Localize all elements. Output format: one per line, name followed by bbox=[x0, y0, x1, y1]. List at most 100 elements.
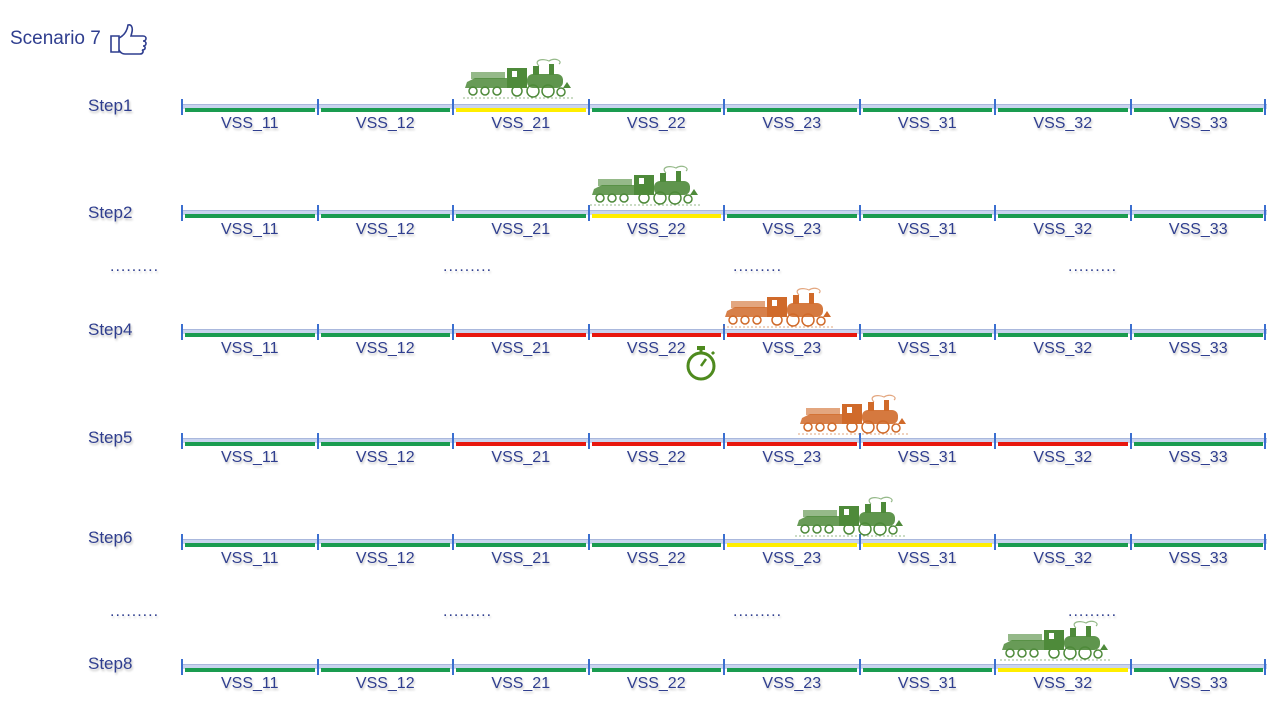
segment-state-bar bbox=[456, 543, 586, 547]
vss-segment: VSS_23 bbox=[724, 199, 860, 239]
segment-label: VSS_23 bbox=[762, 221, 822, 238]
segment-boundary-tick bbox=[316, 534, 319, 550]
segment-state-bar bbox=[727, 108, 857, 112]
segment-boundary-tick bbox=[316, 324, 319, 340]
segment-boundary-tick bbox=[452, 659, 454, 675]
segment-label: VSS_23 bbox=[762, 550, 822, 567]
segment-state-bar bbox=[862, 108, 992, 112]
segment-label: VSS_33 bbox=[1168, 449, 1228, 466]
segment-boundary-tick bbox=[723, 433, 725, 449]
green-train-icon bbox=[590, 165, 702, 206]
segment-boundary-tick bbox=[1264, 534, 1266, 550]
vss-segment: VSS_21 bbox=[453, 93, 589, 133]
green-train-icon bbox=[1000, 620, 1112, 661]
segment-state-bar bbox=[320, 214, 450, 218]
segment-boundary-tick bbox=[181, 534, 183, 550]
segment-state-bar bbox=[185, 668, 315, 672]
segment-state-bar bbox=[1133, 333, 1263, 337]
vss-segment: VSS_21 bbox=[453, 427, 589, 467]
segment-boundary-tick bbox=[1264, 324, 1266, 340]
vss-segment: VSS_12 bbox=[318, 318, 454, 358]
segment-state-bar bbox=[591, 543, 721, 547]
segment-state-bar bbox=[456, 214, 586, 218]
segment-boundary-tick bbox=[316, 205, 319, 221]
segment-state-bar bbox=[862, 543, 992, 547]
segment-state-bar bbox=[727, 214, 857, 218]
segment-state-bar bbox=[998, 543, 1128, 547]
vss-segment: VSS_22 bbox=[589, 653, 725, 693]
segment-state-bar bbox=[727, 333, 857, 337]
vss-segment: VSS_32 bbox=[995, 93, 1131, 133]
segment-label: VSS_12 bbox=[355, 449, 415, 466]
segment-state-bar bbox=[320, 333, 450, 337]
step-label: Step5 bbox=[88, 428, 133, 447]
segment-label: VSS_23 bbox=[762, 115, 822, 132]
segment-label: VSS_11 bbox=[220, 340, 279, 357]
segment-label: VSS_31 bbox=[897, 221, 957, 238]
segment-boundary-tick bbox=[1129, 99, 1132, 115]
green-train-icon bbox=[463, 58, 575, 99]
segment-label: VSS_22 bbox=[626, 115, 686, 132]
segment-state-bar bbox=[185, 108, 315, 112]
vss-segment: VSS_33 bbox=[1131, 318, 1267, 358]
segment-state-bar bbox=[456, 108, 586, 112]
segment-state-bar bbox=[591, 442, 721, 446]
segment-state-bar bbox=[998, 214, 1128, 218]
segment-state-bar bbox=[185, 442, 315, 446]
segment-state-bar bbox=[1133, 214, 1263, 218]
vss-segment: VSS_32 bbox=[995, 653, 1131, 693]
vss-segment: VSS_31 bbox=[860, 199, 996, 239]
step-label: Step6 bbox=[88, 528, 133, 547]
vss-segment: VSS_21 bbox=[453, 318, 589, 358]
step-label: Step8 bbox=[88, 654, 133, 673]
segment-label: VSS_33 bbox=[1168, 340, 1228, 357]
segment-boundary-tick bbox=[587, 659, 590, 675]
segment-state-bar bbox=[456, 442, 586, 446]
ellipsis: ......... bbox=[733, 258, 783, 275]
green-train-icon bbox=[795, 496, 907, 537]
segment-state-bar bbox=[727, 442, 857, 446]
ellipsis: ......... bbox=[733, 603, 783, 620]
segment-state-bar bbox=[1133, 442, 1263, 446]
segment-boundary-tick bbox=[587, 534, 590, 550]
segment-label: VSS_31 bbox=[897, 340, 957, 357]
vss-segment: VSS_11 bbox=[182, 199, 318, 239]
ellipsis: ......... bbox=[443, 258, 493, 275]
orange-train-icon bbox=[723, 287, 835, 328]
segment-label: VSS_11 bbox=[220, 221, 279, 238]
segment-boundary-tick bbox=[1129, 534, 1132, 550]
segment-boundary-tick bbox=[316, 99, 319, 115]
segment-state-bar bbox=[320, 668, 450, 672]
segment-boundary-tick bbox=[452, 534, 454, 550]
segment-boundary-tick bbox=[452, 324, 454, 340]
segment-boundary-tick bbox=[181, 205, 183, 221]
segment-state-bar bbox=[591, 668, 721, 672]
vss-segment: VSS_21 bbox=[453, 199, 589, 239]
segment-boundary-tick bbox=[181, 433, 183, 449]
vss-segment: VSS_33 bbox=[1131, 653, 1267, 693]
ellipsis: ......... bbox=[443, 603, 493, 620]
segment-boundary-tick bbox=[316, 433, 319, 449]
vss-segment: VSS_33 bbox=[1131, 427, 1267, 467]
segment-label: VSS_12 bbox=[355, 340, 415, 357]
vss-segment: VSS_23 bbox=[724, 427, 860, 467]
segment-label: VSS_23 bbox=[762, 340, 822, 357]
segment-state-bar bbox=[862, 214, 992, 218]
segment-boundary-tick bbox=[1264, 99, 1266, 115]
segment-state-bar bbox=[185, 214, 315, 218]
ellipsis: ......... bbox=[1068, 603, 1118, 620]
segment-label: VSS_31 bbox=[897, 675, 957, 692]
step-label: Step1 bbox=[88, 96, 133, 115]
segment-boundary-tick bbox=[1129, 205, 1132, 221]
segment-boundary-tick bbox=[858, 534, 861, 550]
vss-segment: VSS_12 bbox=[318, 653, 454, 693]
segment-label: VSS_32 bbox=[1033, 550, 1093, 567]
vss-segment: VSS_11 bbox=[182, 318, 318, 358]
segment-label: VSS_11 bbox=[220, 449, 279, 466]
segment-boundary-tick bbox=[723, 99, 725, 115]
